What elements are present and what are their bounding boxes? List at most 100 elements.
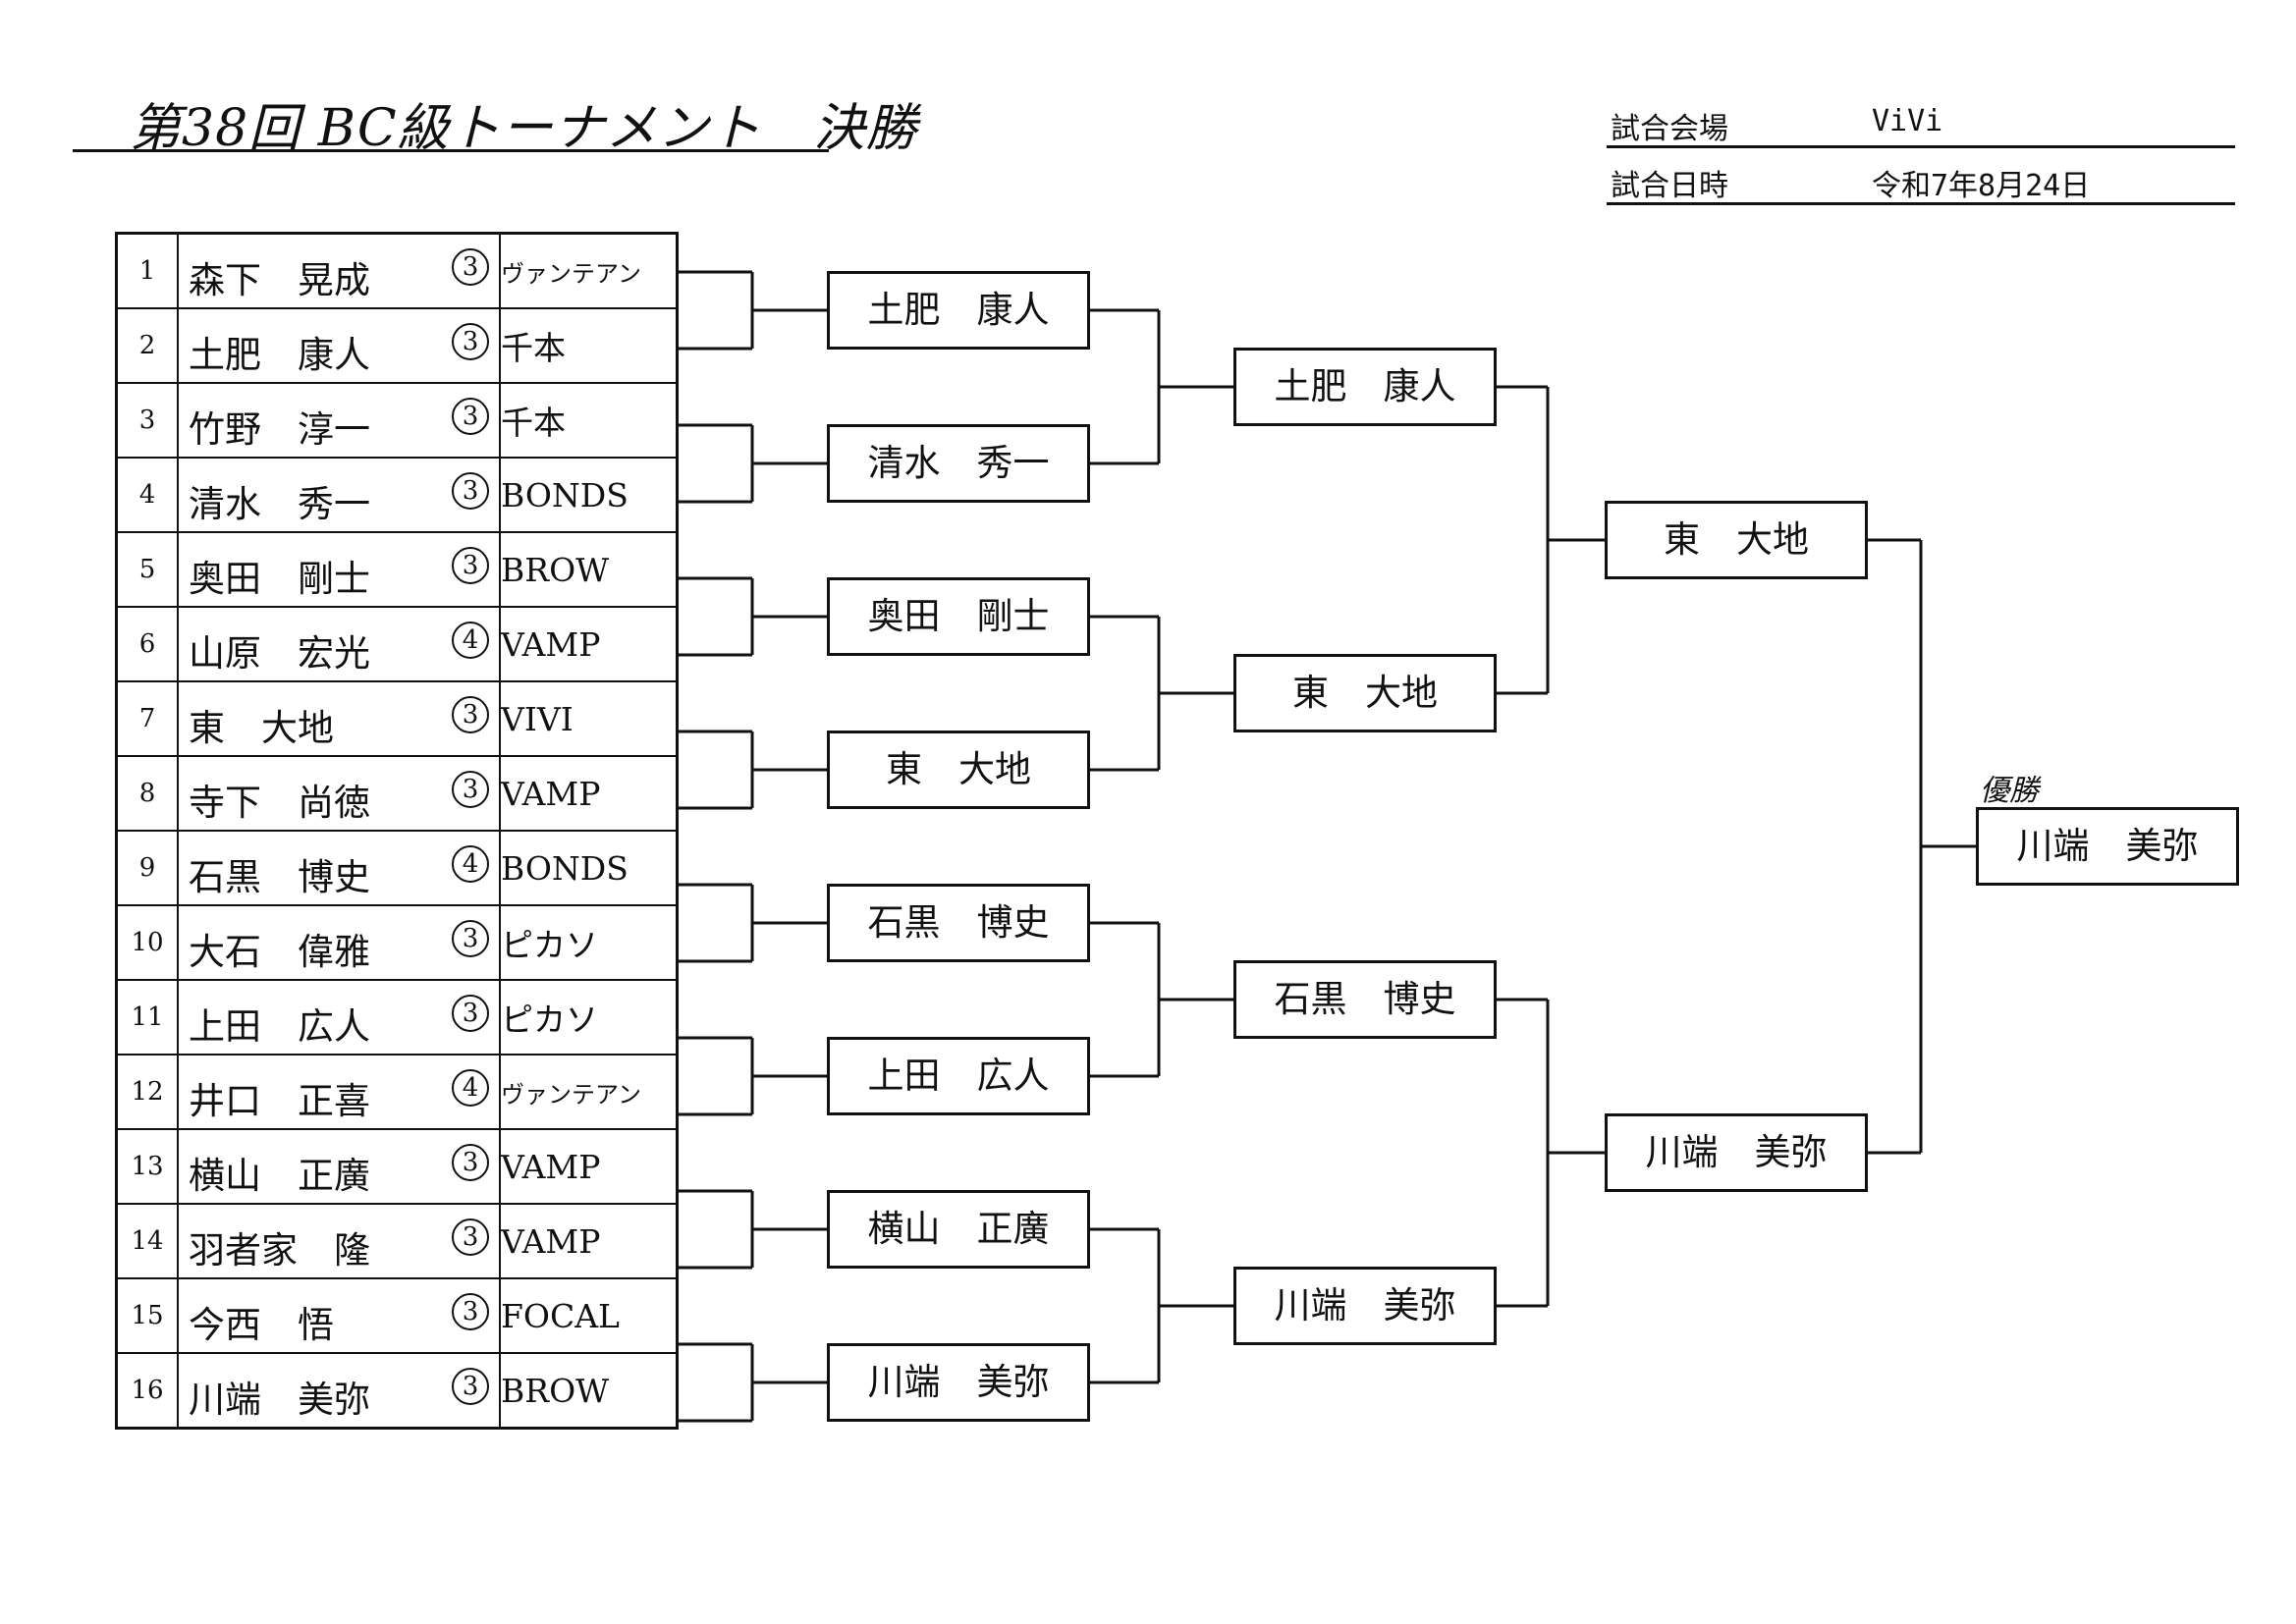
player-cell: 羽者家 隆 3 [177,1203,501,1279]
player-grade: 3 [452,771,489,808]
player-team: FOCAL [499,1277,679,1354]
player-team: 千本 [499,307,679,384]
player-grade: 3 [452,1368,489,1405]
player-team: VAMP [499,1128,679,1205]
player-cell: 山原 宏光 4 [177,606,501,682]
player-number: 8 [115,755,179,832]
player-grade: 3 [452,696,489,733]
player-number: 14 [115,1203,179,1279]
player-cell: 森下 晃成 3 [177,232,501,309]
player-team: VAMP [499,755,679,832]
player-name: 石黒 博史 [189,856,370,898]
player-team: ピカソ [499,979,679,1056]
player-team: ヴァンテアン [499,1054,679,1130]
round1-winner-box: 土肥 康人 [827,271,1090,350]
player-number: 10 [115,904,179,981]
round2-winner-box: 石黒 博史 [1233,960,1497,1039]
player-number: 12 [115,1054,179,1130]
player-name: 寺下 尚徳 [189,782,370,824]
player-number: 5 [115,531,179,608]
player-name: 清水 秀一 [189,483,370,525]
player-team: ヴァンテアン [499,232,679,309]
player-grade: 4 [452,622,489,659]
player-cell: 寺下 尚徳 3 [177,755,501,832]
player-name: 奥田 剛士 [189,558,370,600]
player-team: VIVI [499,680,679,757]
player-team: BROW [499,1352,679,1430]
round1-winner-box: 奥田 剛士 [827,577,1090,656]
player-cell: 東 大地 3 [177,680,501,757]
champion-label: 優勝 [1980,774,2039,808]
player-number: 2 [115,307,179,384]
round2-winner-box: 土肥 康人 [1233,348,1497,426]
player-grade: 3 [452,995,489,1032]
player-grade: 4 [452,845,489,883]
player-number: 4 [115,457,179,533]
player-team: 千本 [499,382,679,459]
player-team: ピカソ [499,904,679,981]
player-number: 3 [115,382,179,459]
player-team: BROW [499,531,679,608]
player-cell: 今西 悟 3 [177,1277,501,1354]
page-title: 第38回 BC級トーナメント 決勝 [73,81,917,158]
player-name: 羽者家 隆 [189,1229,370,1272]
date-value: 令和7年8月24日 [1872,169,2091,203]
round1-winner-box: 清水 秀一 [827,424,1090,503]
player-name: 今西 悟 [189,1304,334,1346]
player-cell: 奥田 剛士 3 [177,531,501,608]
player-grade: 3 [452,920,489,957]
player-cell: 井口 正喜 4 [177,1054,501,1130]
player-number: 7 [115,680,179,757]
venue-label: 試合会場 [1611,112,1728,146]
player-name: 森下 晃成 [189,259,370,301]
player-grade: 3 [452,323,489,360]
venue-row: 試合会場 ViVi [1607,98,2235,148]
player-number: 6 [115,606,179,682]
player-name: 東 大地 [189,707,334,749]
player-cell: 大石 偉雅 3 [177,904,501,981]
round1-winner-box: 東 大地 [827,731,1090,809]
round3-winner-box: 東 大地 [1605,501,1868,579]
player-number: 15 [115,1277,179,1354]
player-grade: 3 [452,248,489,286]
player-number: 1 [115,232,179,309]
player-grade: 3 [452,1144,489,1181]
player-grade: 4 [452,1069,489,1107]
player-grade: 3 [452,398,489,435]
player-name: 井口 正喜 [189,1080,370,1122]
player-grade: 3 [452,1293,489,1330]
player-grade: 3 [452,547,489,584]
player-cell: 石黒 博史 4 [177,830,501,906]
player-number: 9 [115,830,179,906]
player-team: VAMP [499,1203,679,1279]
player-name: 山原 宏光 [189,632,370,675]
player-name: 上田 広人 [189,1005,370,1048]
date-label: 試合日時 [1611,169,1728,203]
player-team: BONDS [499,457,679,533]
player-name: 大石 偉雅 [189,931,370,973]
player-grade: 3 [452,1218,489,1256]
round1-winner-box: 石黒 博史 [827,884,1090,962]
round2-winner-box: 川端 美弥 [1233,1267,1497,1345]
player-cell: 横山 正廣 3 [177,1128,501,1205]
champion-box: 川端 美弥 [1976,807,2239,886]
title-text: 第38回 BC級トーナメント 決勝 [130,99,918,158]
player-name: 竹野 淳一 [189,408,370,451]
player-name: 横山 正廣 [189,1155,370,1197]
